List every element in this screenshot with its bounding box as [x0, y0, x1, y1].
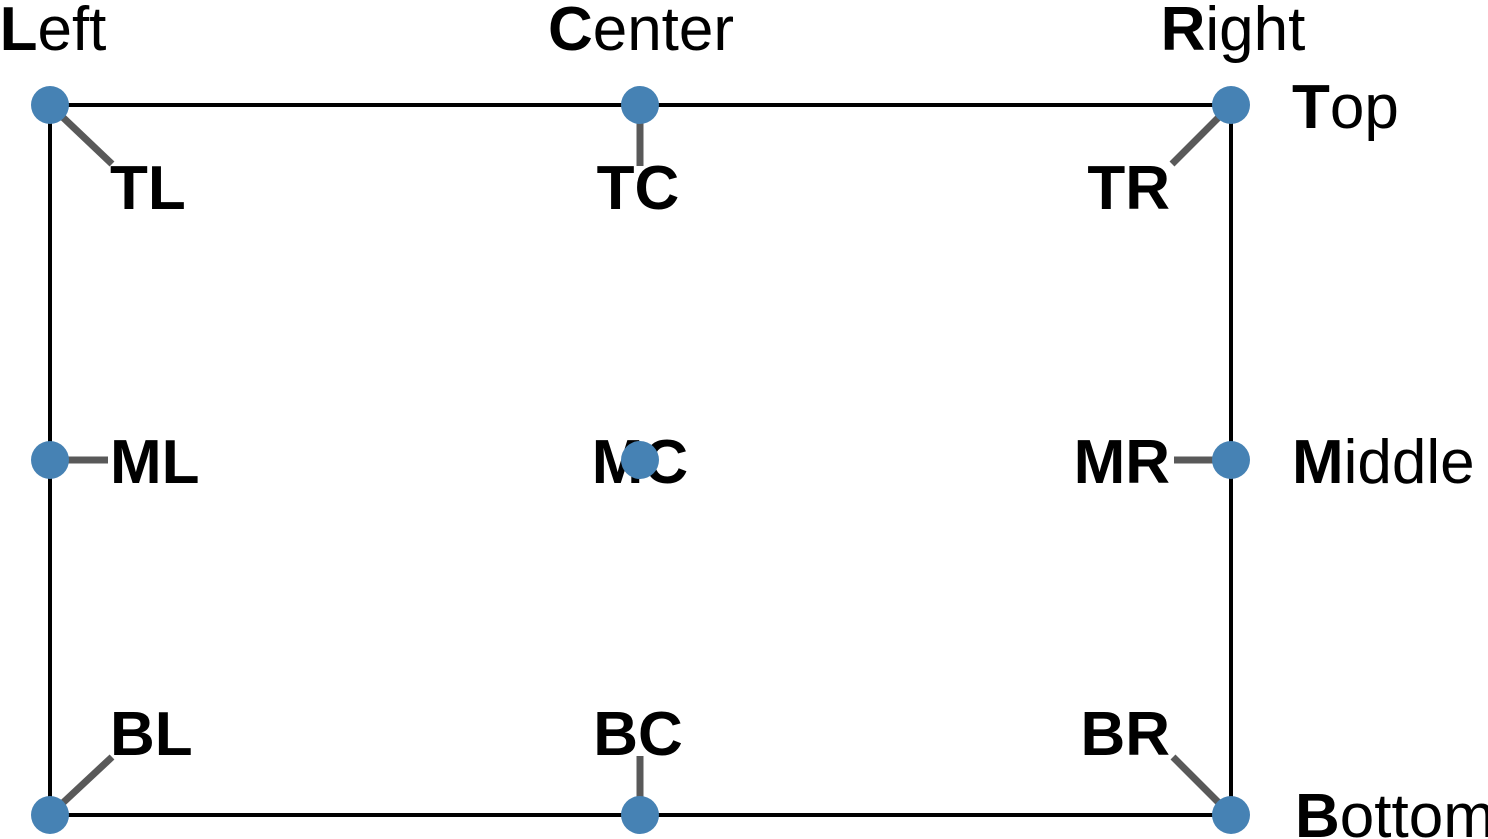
column-header-center: Center	[548, 0, 734, 64]
anchor-dot-bl	[31, 796, 69, 834]
row-header-middle-rest: iddle	[1344, 428, 1475, 497]
anchor-dot-bc	[621, 796, 659, 834]
anchor-label-bc: BC	[593, 700, 683, 769]
anchor-dot-tl	[31, 86, 69, 124]
anchor-label-tc: TC	[597, 154, 680, 223]
anchor-label-br: BR	[1080, 700, 1170, 769]
row-header-top-initial: T	[1292, 73, 1330, 142]
anchor-label-ml: ML	[110, 428, 200, 497]
row-header-top: Top	[1292, 73, 1399, 142]
anchor-label-mr: MR	[1074, 428, 1170, 497]
anchor-dot-mr	[1212, 441, 1250, 479]
anchor-dot-ml	[31, 441, 69, 479]
anchor-dot-tr	[1212, 86, 1250, 124]
column-header-center-rest: enter	[593, 0, 734, 64]
row-header-bottom-rest: ottom	[1340, 782, 1488, 839]
anchor-dot-br	[1212, 796, 1250, 834]
row-header-bottom: Bottom	[1295, 782, 1488, 839]
column-headers: Left Center Right	[0, 0, 1305, 64]
column-header-right-rest: ight	[1205, 0, 1305, 64]
column-header-center-initial: C	[548, 0, 593, 64]
row-headers: Top Middle Bottom	[1292, 73, 1488, 839]
row-header-middle-initial: M	[1292, 428, 1344, 497]
anchor-dots	[31, 86, 1250, 834]
row-header-top-rest: op	[1330, 73, 1399, 142]
column-header-left: Left	[0, 0, 106, 64]
anchor-label-bl: BL	[110, 700, 193, 769]
row-header-bottom-initial: B	[1295, 782, 1340, 839]
anchor-label-tl: TL	[110, 154, 186, 223]
column-header-right: Right	[1161, 0, 1306, 64]
anchor-dot-mc	[621, 441, 659, 479]
column-header-left-rest: eft	[37, 0, 106, 64]
anchor-dot-tc	[621, 86, 659, 124]
anchor-label-tr: TR	[1087, 154, 1170, 223]
row-header-middle: Middle	[1292, 428, 1475, 497]
column-header-right-initial: R	[1161, 0, 1206, 64]
column-header-left-initial: L	[0, 0, 37, 64]
